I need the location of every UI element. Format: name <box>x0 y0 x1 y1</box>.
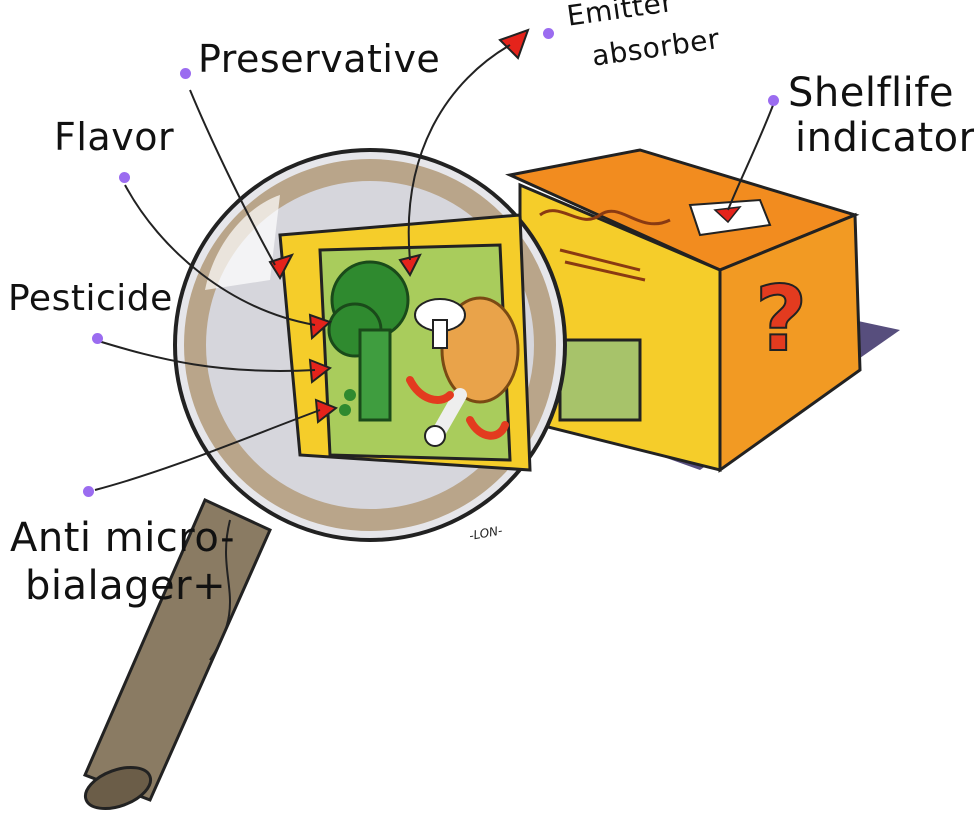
bullet-dot-emitter <box>543 28 554 39</box>
bullet-dot-pesticide <box>92 333 103 344</box>
artist-signature: -LON- <box>468 523 503 543</box>
bullet-dot-preservative <box>180 68 191 79</box>
bullet-dot-shelflife <box>768 95 779 106</box>
label-pesticide: Pesticide <box>8 280 173 318</box>
label-indicator: indicator <box>795 117 974 159</box>
bullet-dot-antimicro <box>83 486 94 497</box>
label-shelflife: Shelflife <box>788 72 954 114</box>
bullet-dot-flavor <box>119 172 130 183</box>
question-mark-icon: ? <box>755 267 807 372</box>
label-flavor: Flavor <box>54 118 174 158</box>
label-antimicro-line2: bialager+ <box>25 565 226 607</box>
arrow-head-emitter-up <box>500 30 528 58</box>
label-antimicro-line1: Anti micro- <box>10 517 235 559</box>
label-preservative: Preservative <box>198 40 440 80</box>
magnifier-lens <box>175 150 565 540</box>
